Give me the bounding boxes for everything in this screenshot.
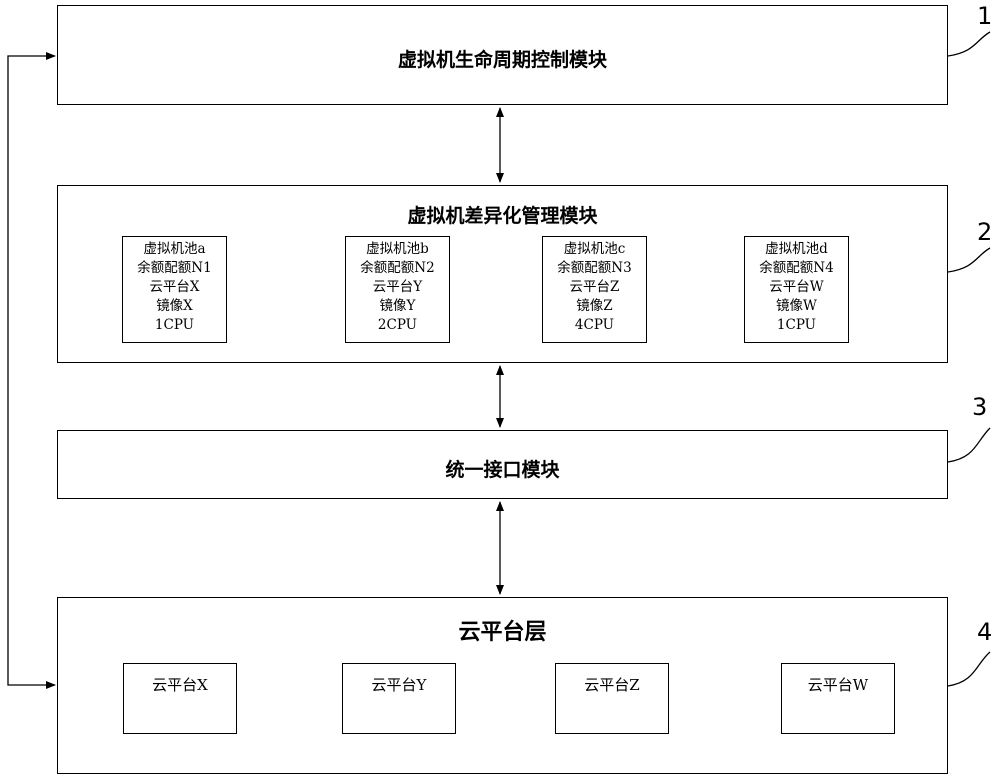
ref-number-1: 1 (977, 2, 993, 30)
ref-number-3: 3 (972, 393, 988, 421)
interface-module-title: 统一接口模块 (445, 459, 560, 481)
platform-label: 云平台X (152, 676, 208, 694)
cloud-platform-y: 云平台Y (342, 663, 456, 734)
leader-line-1 (947, 31, 991, 57)
pool-image: 镜像W (776, 298, 817, 314)
pool-platform: 云平台Z (569, 279, 620, 295)
leader-line-3 (947, 427, 991, 463)
vm-pool-b: 虚拟机池b 余额配额N2 云平台Y 镜像Y 2CPU (345, 236, 450, 343)
platform-label: 云平台W (807, 676, 869, 694)
pool-platform: 云平台Y (372, 279, 423, 295)
arrow-feedback-loop (7, 52, 56, 689)
pool-cpu: 2CPU (377, 317, 418, 333)
lifecycle-control-module: 虚拟机生命周期控制模块 (57, 5, 948, 105)
platform-label: 云平台Z (584, 676, 640, 694)
vm-pool-d: 虚拟机池d 余额配额N4 云平台W 镜像W 1CPU (744, 236, 849, 343)
leader-line-2 (947, 247, 991, 273)
pool-name: 虚拟机池a (143, 241, 206, 257)
pool-name: 虚拟机池b (366, 241, 429, 257)
pool-image: 镜像Y (379, 298, 416, 314)
cloud-platform-z: 云平台Z (555, 663, 669, 734)
pool-image: 镜像Z (576, 298, 613, 314)
pool-platform: 云平台X (149, 279, 200, 295)
lifecycle-module-title: 虚拟机生命周期控制模块 (397, 49, 607, 71)
pool-image: 镜像X (156, 298, 193, 314)
pool-quota: 余额配额N2 (360, 260, 435, 276)
pool-platform: 云平台W (769, 279, 824, 295)
ref-number-2: 2 (977, 218, 993, 246)
cloud-layer-title: 云平台层 (458, 620, 547, 645)
leader-line-4 (947, 651, 991, 687)
pool-name: 虚拟机池d (765, 241, 828, 257)
pool-cpu: 1CPU (154, 317, 195, 333)
cloud-platform-layer: 云平台层 云平台X 云平台Y 云平台Z 云平台W (57, 597, 948, 774)
ref-number-4: 4 (977, 618, 993, 646)
pool-quota: 余额配额N1 (137, 260, 212, 276)
pool-cpu: 4CPU (574, 317, 615, 333)
pool-quota: 余额配额N3 (557, 260, 632, 276)
pool-quota: 余额配额N4 (759, 260, 834, 276)
pool-cpu: 1CPU (776, 317, 817, 333)
cloud-platform-x: 云平台X (123, 663, 237, 734)
platform-label: 云平台Y (371, 676, 427, 694)
unified-interface-module: 统一接口模块 (57, 430, 948, 499)
vm-pool-c: 虚拟机池c 余额配额N3 云平台Z 镜像Z 4CPU (542, 236, 647, 343)
differentiation-management-module: 虚拟机差异化管理模块 虚拟机池a 余额配额N1 云平台X 镜像X 1CPU 虚拟… (57, 185, 948, 363)
diff-module-title: 虚拟机差异化管理模块 (407, 205, 598, 227)
cloud-platform-w: 云平台W (781, 663, 895, 734)
pool-name: 虚拟机池c (563, 241, 626, 257)
vm-pool-a: 虚拟机池a 余额配额N1 云平台X 镜像X 1CPU (122, 236, 227, 343)
